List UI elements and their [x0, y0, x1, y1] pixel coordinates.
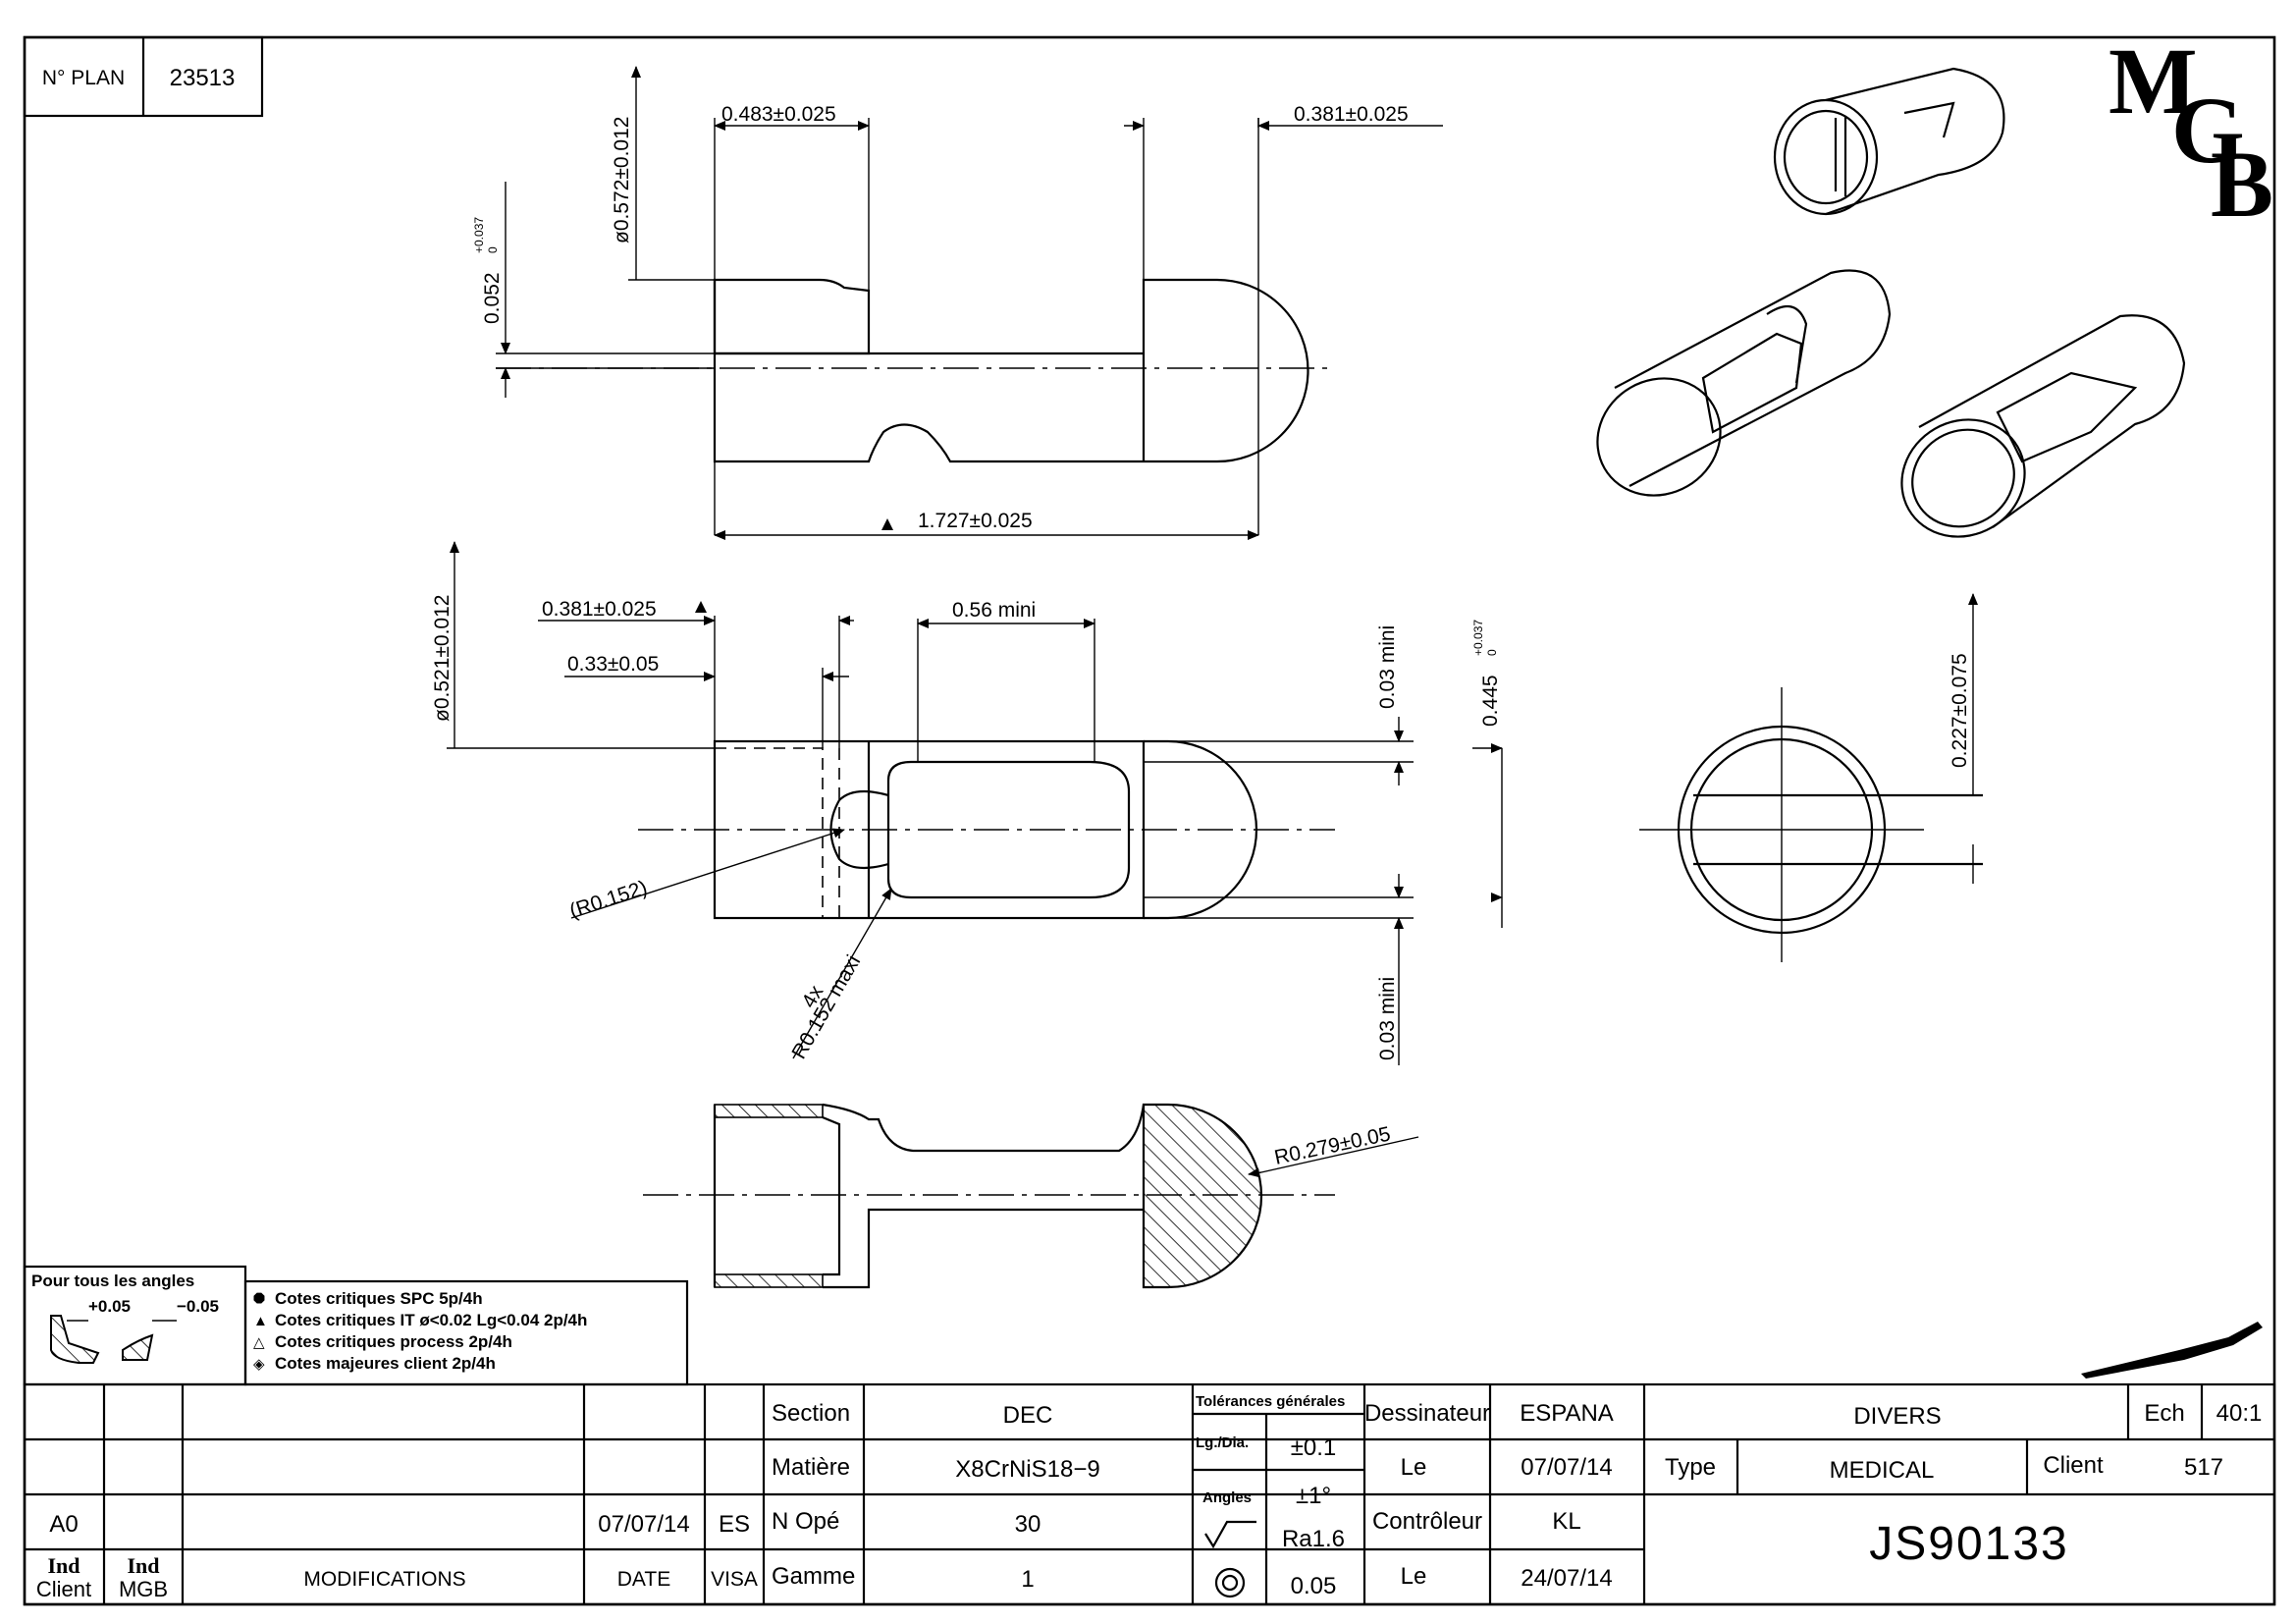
angles-note-title: Pour tous les angles [31, 1272, 194, 1290]
middle-view: 0.56 mini 0.381±0.025 0.33±0.05 ø0.521±0… [431, 541, 1503, 1065]
tol-angles-value: ±1° [1296, 1483, 1331, 1509]
dim-depth-0052-tol-low: 0 [486, 246, 500, 253]
rev-ind-client: A0 [49, 1511, 78, 1538]
legend-item-2: Cotes critiques process 2p/4h [275, 1332, 512, 1351]
dim-depth-0052-tol-up: +0.037 [472, 217, 486, 253]
drawing-reference: JS90133 [1869, 1518, 2069, 1570]
dessinateur-value: ESPANA [1520, 1400, 1614, 1427]
legend-marker-1: ▲ [253, 1313, 268, 1329]
logo-letter-m: M [2109, 28, 2198, 134]
legend-item-0: Cotes critiques SPC 5p/4h [275, 1289, 483, 1308]
rev-visa: ES [719, 1511, 750, 1538]
type-label: Type [1665, 1454, 1716, 1481]
le2-value: 24/07/14 [1521, 1565, 1612, 1592]
section-label: Section [772, 1400, 850, 1427]
gamme-label: Gamme [772, 1563, 855, 1590]
top-view: 0.483±0.025 0.381±0.025 ø0.572±0.012 0.0… [472, 66, 1443, 540]
dim-wall-003-bottom: 0.03 mini [1376, 977, 1399, 1060]
family-value: DIVERS [1853, 1403, 1941, 1430]
plan-number-box: N° PLAN 23513 [23, 35, 264, 118]
concentricity-icon [1214, 1567, 1246, 1598]
client-label: Client [2043, 1452, 2104, 1479]
tol-angles-label: Angles [1202, 1489, 1252, 1506]
dim-wall-003-top: 0.03 mini [1376, 625, 1399, 709]
rev-date: 07/07/14 [598, 1511, 689, 1538]
dim-height-0445: 0.445 [1479, 675, 1502, 727]
dim-width-0381-top: 0.381±0.025 [1294, 103, 1409, 126]
hdr-modifications: MODIFICATIONS [303, 1568, 465, 1591]
tol-lg-value: ±0.1 [1291, 1435, 1337, 1461]
dim-width-0381-mid: 0.381±0.025 [542, 598, 657, 621]
end-view: 0.227±0.075 [1639, 593, 1983, 962]
plan-number: 23513 [170, 65, 236, 91]
hdr-ind-client-1: Ind [47, 1553, 80, 1578]
n-ope-label: N Opé [772, 1508, 839, 1535]
controleur-value: KL [1552, 1508, 1580, 1535]
hdr-visa: VISA [711, 1568, 758, 1591]
mgb-logo: M G B [2109, 28, 2273, 237]
dessinateur-label: Dessinateur [1364, 1400, 1490, 1427]
legend-marker-0: ⯃ [253, 1291, 265, 1308]
dim-length-1727: 1.727±0.025 [918, 510, 1033, 532]
hdr-ind-mgb-1: Ind [127, 1553, 159, 1578]
le1-value: 07/07/14 [1521, 1454, 1612, 1481]
dim-radius-0279: R0.279±0.05 [1272, 1122, 1392, 1168]
hdr-ind-client-2: Client [36, 1577, 91, 1601]
legend-item-1: Cotes critiques IT ø<0.02 Lg<0.04 2p/4h [275, 1311, 587, 1329]
logo-letter-g: G [2171, 78, 2245, 183]
logo-letter-b: B [2211, 132, 2273, 237]
plan-label: N° PLAN [42, 67, 125, 89]
client-value: 517 [2184, 1454, 2223, 1481]
matiere-label: Matière [772, 1454, 850, 1481]
legend-marker-2: △ [253, 1334, 265, 1351]
le2-label: Le [1401, 1563, 1427, 1590]
ech-value: 40:1 [2216, 1400, 2263, 1427]
stylus-icon [2081, 1322, 2263, 1379]
tol-lg-label: Lg./Dia. [1196, 1435, 1249, 1451]
hdr-ind-mgb-2: MGB [119, 1577, 168, 1601]
type-value: MEDICAL [1830, 1457, 1935, 1484]
tol-header: Tolérances générales [1196, 1393, 1345, 1410]
dim-width-033: 0.33±0.05 [567, 653, 659, 676]
section-value: DEC [1003, 1402, 1053, 1429]
angles-note-minus: −0.05 [177, 1297, 219, 1316]
n-ope-value: 30 [1015, 1511, 1041, 1538]
hdr-date: DATE [617, 1568, 670, 1591]
dim-offset-0227: 0.227±0.075 [1949, 653, 1971, 768]
legend: ⯃ Cotes critiques SPC 5p/4h ▲ Cotes crit… [243, 1279, 689, 1386]
matiere-value: X8CrNiS18−9 [955, 1456, 1099, 1483]
angles-note: Pour tous les angles +0.05 −0.05 [23, 1265, 247, 1386]
controleur-label: Contrôleur [1372, 1508, 1482, 1535]
dim-diameter-0572: ø0.572±0.012 [611, 117, 633, 244]
dim-depth-0052: 0.052 [481, 272, 504, 324]
dim-height-0445-tol-up: +0.037 [1471, 620, 1485, 656]
roughness-value: Ra1.6 [1282, 1526, 1345, 1552]
gamme-value: 1 [1021, 1566, 1034, 1593]
roughness-icon [1204, 1520, 1256, 1549]
ech-label: Ech [2144, 1400, 2184, 1427]
le1-label: Le [1401, 1454, 1427, 1481]
dim-slot-056: 0.56 mini [952, 599, 1036, 622]
legend-item-3: Cotes majeures client 2p/4h [275, 1354, 496, 1373]
iso-sketches [1596, 67, 2186, 538]
dim-height-0445-tol-low: 0 [1485, 649, 1499, 656]
dim-diameter-0521: ø0.521±0.012 [431, 595, 454, 722]
dim-radius-0152: (R0.152) [566, 877, 650, 923]
section-view: R0.279±0.05 [643, 1103, 1419, 1289]
concentricity-value: 0.05 [1291, 1573, 1337, 1599]
legend-marker-3: ◈ [253, 1356, 265, 1373]
angles-note-plus: +0.05 [88, 1297, 131, 1316]
dim-width-0483: 0.483±0.025 [721, 103, 836, 126]
dim-radius-0152-maxi: R0.152 maxi [787, 951, 865, 1063]
title-block: A0 07/07/14 ES Ind Client Ind MGB MODIFI… [23, 1382, 2276, 1606]
